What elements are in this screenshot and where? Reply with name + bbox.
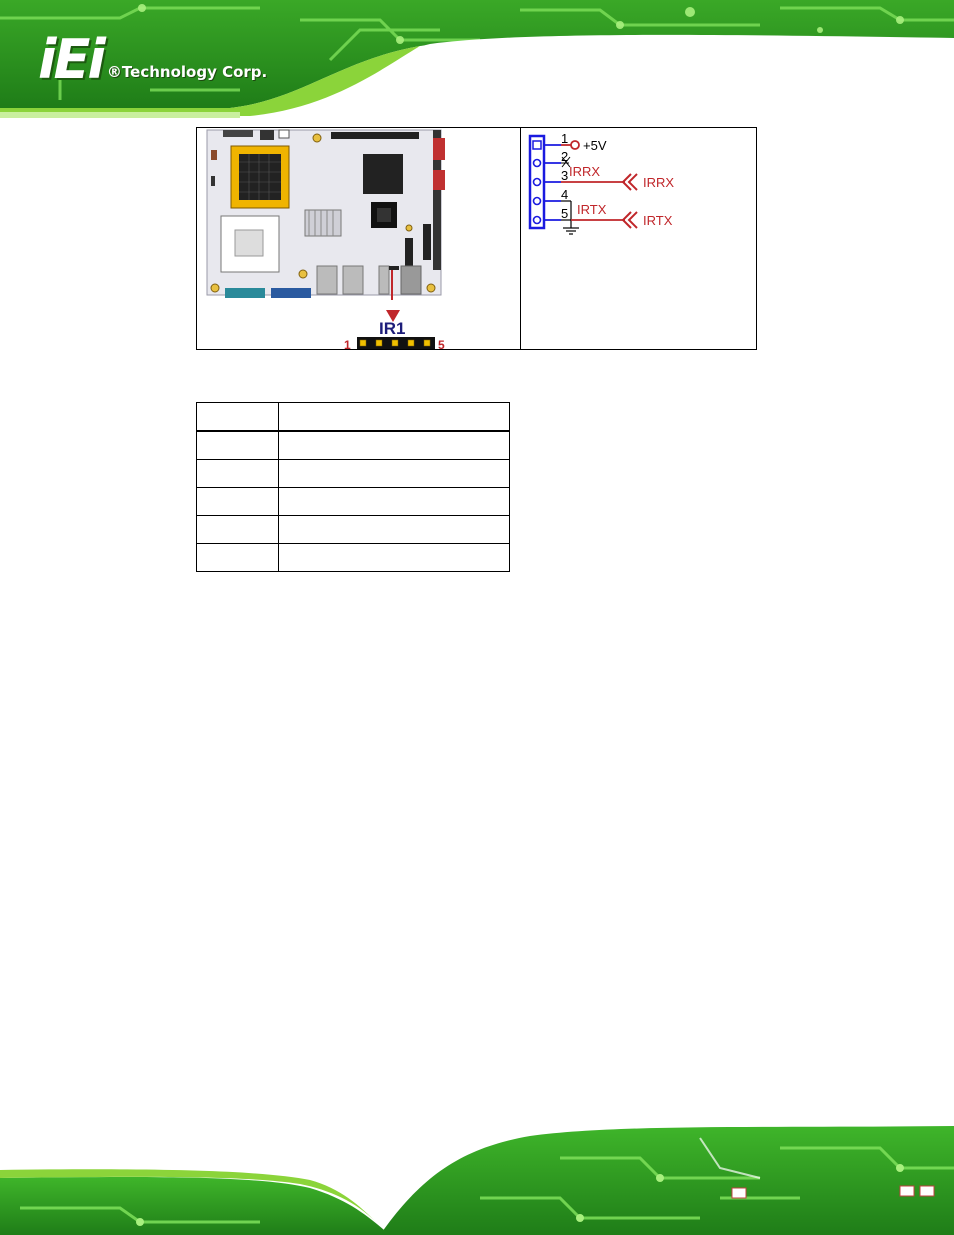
table-cell-description: [278, 543, 510, 572]
table-cell-description: [278, 515, 510, 544]
motherboard-image: [206, 129, 445, 300]
table-cell-pin: [196, 487, 279, 516]
table-cell-pin: [196, 430, 279, 460]
pinout-schematic: 1 2 3 4 5 +5V IRRX IRRX IRTX IRTX: [528, 131, 674, 235]
circuit-board-header-graphic: [0, 0, 954, 118]
table-row: [196, 543, 510, 572]
schematic-pin-2: 2: [561, 149, 568, 164]
table-row: [196, 487, 510, 516]
header-banner: iEi ®Technology Corp.: [0, 0, 954, 118]
company-logo: iEi ®Technology Corp.: [38, 28, 268, 91]
connector-label: IR1: [379, 319, 406, 338]
table-row: [196, 515, 510, 544]
pin-first-number: 1: [344, 338, 351, 352]
table-cell-pin: [196, 515, 279, 544]
connector-location-figure: IR1 1 5 1 2 3 4 5 +5V: [196, 127, 757, 352]
schematic-signal-irtx: IRTX: [577, 202, 607, 217]
footer-banner: [0, 1118, 954, 1235]
schematic-signal-irrx: IRRX: [569, 164, 600, 179]
table-header-row: [196, 402, 510, 432]
schematic-pin-4: 4: [561, 187, 568, 202]
schematic-pin-3: 3: [561, 168, 568, 183]
table-row: [196, 459, 510, 488]
table-header-pin: [196, 402, 279, 432]
logo-text: ®Technology Corp.: [106, 63, 268, 81]
circuit-board-footer-graphic: [0, 1118, 954, 1235]
table-cell-pin: [196, 543, 279, 572]
pin-last-number: 5: [438, 338, 445, 352]
schematic-pin-5: 5: [561, 206, 568, 221]
table-cell-pin: [196, 459, 279, 488]
schematic-signal-5v: +5V: [583, 138, 607, 153]
schematic-port-irrx: IRRX: [643, 175, 674, 190]
figure-divider: [520, 128, 521, 350]
pin-assignment-table: [196, 402, 510, 572]
schematic-port-irtx: IRTX: [643, 213, 673, 228]
table-cell-description: [278, 487, 510, 516]
table-cell-description: [278, 430, 510, 460]
schematic-pin-1: 1: [561, 131, 568, 146]
arrow-down-icon: [386, 310, 400, 322]
pin-header-icon: [357, 337, 435, 349]
logo-mark: iEi: [38, 28, 106, 91]
table-row: [196, 430, 510, 460]
table-cell-description: [278, 459, 510, 488]
table-header-description: [278, 402, 510, 432]
